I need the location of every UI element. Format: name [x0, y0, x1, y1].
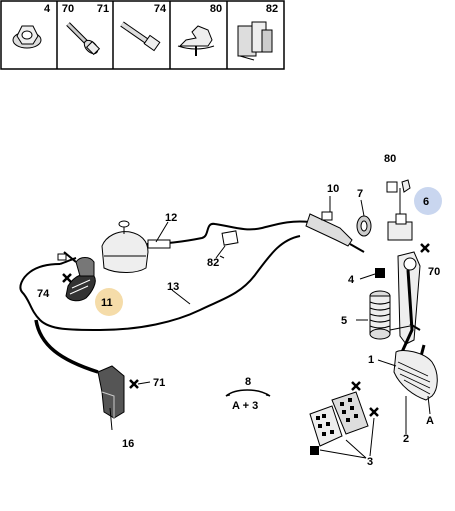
hydraulic-pipes: [19, 220, 311, 374]
pedal-switch-6: [386, 179, 413, 241]
table-cell-label-71: 71: [97, 3, 109, 15]
callout-3: 3: [367, 456, 373, 468]
callout-1: 1: [368, 354, 374, 366]
callout-5: 5: [341, 315, 347, 327]
flange-nut-icon: [12, 25, 42, 49]
stud-bolt-icon: [120, 21, 161, 52]
highlight-circle-6: [414, 187, 442, 215]
fluid-reservoir: [101, 220, 171, 273]
marker-cross-3a: [351, 381, 361, 391]
callout-8-sub: A + 3: [232, 400, 258, 412]
master-cylinder: [305, 198, 365, 253]
table-cell-label-74: 74: [154, 3, 167, 15]
callout-11: 11: [101, 297, 113, 309]
marker-cross-71: [129, 379, 139, 389]
table-cell-label-80: 80: [210, 3, 222, 15]
callout-80: 80: [384, 153, 396, 165]
callout-4: 4: [348, 274, 355, 286]
clutch-pedal: [393, 251, 438, 401]
bleed-screw-74: [57, 251, 77, 263]
marker-cross-74: [62, 273, 72, 283]
callout-10: 10: [327, 183, 339, 195]
callout-74: 74: [37, 288, 50, 300]
highlight-circle-11: [95, 288, 123, 316]
parts-table: 4 70 71 74 80 82: [0, 0, 285, 70]
table-cell-label-70: 70: [62, 3, 74, 15]
marker-cross-70: [420, 243, 430, 253]
harness-clip-icon: [237, 21, 273, 61]
table-cell-label-82: 82: [266, 3, 278, 15]
callout-6: 6: [423, 196, 429, 208]
release-cylinder-11: [65, 257, 96, 302]
spring-clip-icon: [177, 25, 215, 56]
callout-70: 70: [428, 266, 440, 278]
leader-lines-3: [319, 417, 375, 459]
callout-A: A: [426, 415, 434, 427]
marker-cross-3b: [369, 407, 379, 417]
callout-13: 13: [167, 281, 179, 293]
callout-71: 71: [153, 377, 165, 389]
leader-lines: [155, 196, 431, 434]
pedal-pads-3: [309, 391, 369, 455]
bushing-4: [359, 268, 385, 280]
grommet-7: [356, 199, 372, 237]
note-8: [225, 389, 271, 397]
callout-82: 82: [207, 257, 219, 269]
callout-16: 16: [122, 438, 134, 450]
callout-12: 12: [165, 212, 177, 224]
flange-bolt-icon: [66, 22, 101, 56]
assist-spring-5: [369, 290, 411, 340]
callout-2: 2: [403, 433, 409, 445]
pipe-clip-82: [215, 230, 239, 259]
callout-8: 8: [245, 376, 251, 388]
callout-7: 7: [357, 188, 363, 200]
bracket-16: [97, 365, 125, 431]
table-cell-label-4: 4: [44, 3, 51, 15]
